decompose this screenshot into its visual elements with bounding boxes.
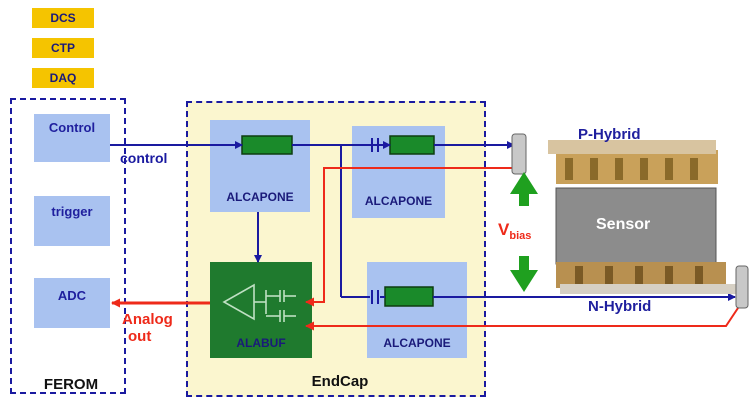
- analog-out-label: Analog out: [122, 311, 173, 345]
- vbias-label: Vbias: [498, 220, 531, 242]
- p-hybrid-label: P-Hybrid: [578, 126, 641, 143]
- analog-label-line1: Analog: [122, 311, 173, 328]
- capacitor-bottom-icon: [372, 290, 378, 304]
- vbias-main: V: [498, 220, 509, 239]
- sensor-label: Sensor: [596, 216, 650, 234]
- p-connector: [512, 134, 526, 174]
- chip-top-right: [390, 136, 434, 154]
- n-hybrid-label: N-Hybrid: [588, 298, 651, 315]
- chip-top-left: [242, 136, 292, 154]
- n-connector: [736, 266, 748, 308]
- analog-label-line2: out: [122, 328, 173, 345]
- vbias-subscript: bias: [509, 230, 531, 242]
- chip-bottom: [385, 287, 433, 306]
- buffer-triangle-icon: [224, 285, 296, 322]
- control-signal-label: control: [120, 150, 167, 166]
